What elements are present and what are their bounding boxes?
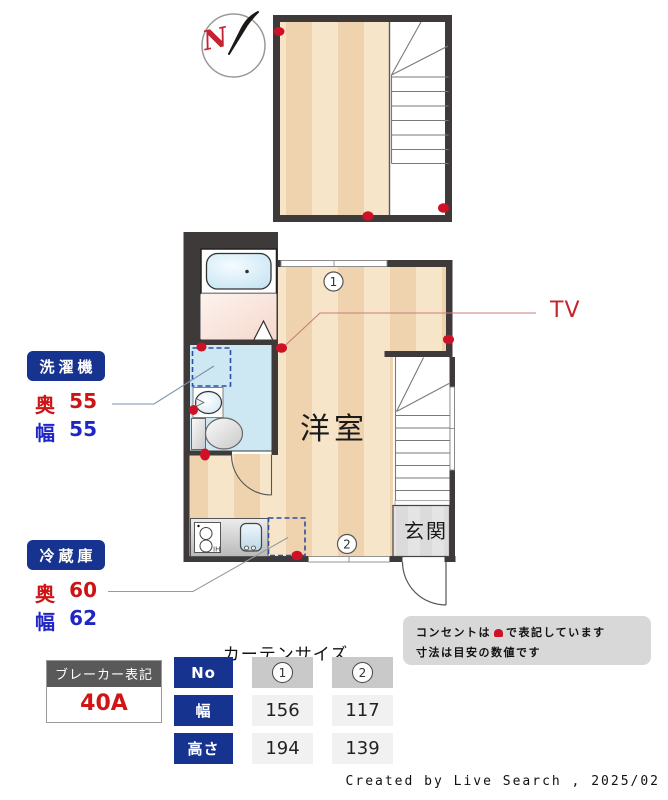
washer-width-label: 幅: [35, 421, 55, 445]
svg-text:IH: IH: [213, 546, 220, 554]
svg-text:1: 1: [330, 275, 338, 289]
tv-pointer-line: [281, 312, 536, 349]
entrance: [392, 504, 451, 606]
fridge-width-row: 幅 62: [35, 606, 97, 635]
washer-width-row: 幅 55: [35, 417, 97, 446]
fridge-width-label: 幅: [35, 610, 55, 634]
note-line-2: 寸法は目安の数値です: [416, 646, 541, 660]
kitchen-sink-icon: [239, 522, 263, 552]
svg-text:2: 2: [343, 538, 351, 552]
kitchen-counter: IH: [190, 518, 269, 557]
breaker-value: 40A: [80, 691, 128, 716]
curtain-row-width-label: 幅: [174, 695, 233, 726]
washer-depth-label: 奥: [35, 393, 55, 417]
curtain-width-2: 117: [332, 695, 393, 726]
upper-floor-plan: [273, 15, 452, 222]
windows: [280, 260, 455, 563]
tv-label: TV: [550, 298, 581, 323]
curtain-col-2-circle: 2: [352, 662, 373, 683]
stairs-upper: [390, 21, 449, 165]
fridge-width-value: 62: [69, 606, 97, 630]
breaker-box: ブレーカー表記 40A: [46, 660, 162, 723]
washroom-door-icon: [230, 454, 273, 496]
washer-depth-row: 奥 55: [35, 389, 97, 418]
washer-depth-value: 55: [69, 389, 97, 413]
stairs-main: [394, 357, 450, 506]
entrance-door-icon: [401, 561, 447, 606]
fridge-pointer-line: [108, 537, 289, 593]
outlet-legend-icon: [494, 629, 503, 637]
bathtub: [205, 252, 272, 290]
room-label-yoshitsu: 洋室: [300, 412, 368, 447]
toilet: [191, 417, 244, 450]
washer-pointer-line: [112, 365, 215, 405]
curtain-col-2: 2: [332, 657, 393, 688]
washing-machine-outline: [191, 347, 232, 387]
washbasin: [192, 387, 224, 418]
curtain-table: No 1 2 幅 156 117 高さ 194 139: [174, 657, 393, 764]
fridge-depth-value: 60: [69, 578, 97, 602]
curtain-col-1: 1: [252, 657, 313, 688]
compass-needle-icon: [228, 11, 259, 55]
main-floor-plan: IH 1 2: [108, 232, 536, 606]
washer-badge: 洗濯機: [27, 351, 105, 381]
note-line-1: コンセントはで表記しています: [416, 626, 606, 639]
entrance-label: 玄関: [404, 519, 448, 543]
compass-rose: [201, 11, 266, 78]
folding-door-icon: [253, 319, 274, 340]
ih-cooktop-icon: IH: [194, 522, 221, 554]
fridge-depth-row: 奥 60: [35, 578, 97, 607]
window-2-marker: 2: [336, 533, 358, 555]
washroom: [189, 344, 273, 452]
notes-box: コンセントはで表記しています 寸法は目安の数値です: [403, 616, 651, 665]
curtain-col-no: No: [174, 657, 233, 688]
breaker-title: ブレーカー表記: [47, 661, 161, 687]
curtain-row-height-label: 高さ: [174, 733, 233, 764]
credit-text: Created by Live Search , 2025/02: [345, 774, 660, 789]
curtain-col-1-circle: 1: [272, 662, 293, 683]
refrigerator-outline: [267, 517, 306, 557]
fridge-badge: 冷蔵庫: [27, 540, 105, 570]
curtain-height-2: 139: [332, 733, 393, 764]
washer-width-value: 55: [69, 417, 97, 441]
fridge-depth-label: 奥: [35, 582, 55, 606]
bathroom: [200, 248, 278, 340]
curtain-width-1: 156: [252, 695, 313, 726]
curtain-height-1: 194: [252, 733, 313, 764]
window-1-marker: 1: [323, 271, 344, 292]
outlet-dots: [189, 27, 454, 561]
